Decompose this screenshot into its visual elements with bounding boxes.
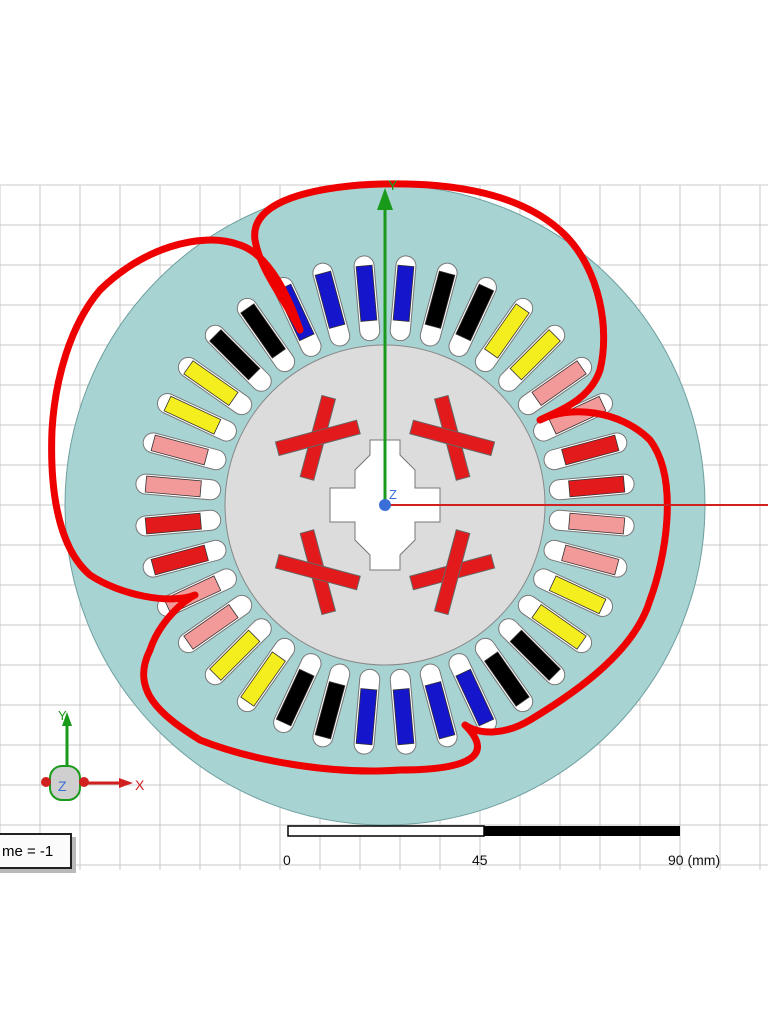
slot-coil [355, 688, 378, 746]
slot-coil [455, 668, 495, 727]
slot-coil [150, 434, 209, 466]
stator-slot [389, 255, 417, 342]
stator-slot [498, 324, 566, 392]
slot-coil [531, 604, 587, 650]
triad-z-label: Z [58, 778, 67, 794]
stator-slot [517, 594, 593, 654]
slot-coil [424, 681, 456, 740]
stator-slot [135, 473, 222, 501]
slot-coil [183, 604, 239, 650]
slot-coil [209, 329, 261, 381]
y-axis-label: Y [388, 177, 398, 193]
slot-coil [568, 475, 626, 498]
scale-tick-90: 90 (mm) [668, 852, 721, 868]
triad-y-label: Y [58, 708, 67, 723]
slot-coil [531, 360, 587, 406]
stator-slot [236, 297, 296, 373]
slot-coil [509, 329, 561, 381]
stator-slot [448, 276, 497, 357]
slot-coil [484, 303, 530, 359]
stator-slot [419, 262, 458, 347]
z-origin-marker: Z [379, 487, 397, 511]
stator-slot [389, 668, 417, 755]
stator-slot [543, 539, 628, 578]
scale-bar [287, 825, 680, 837]
slot-coil [209, 629, 261, 681]
stator-slot [142, 432, 227, 471]
scale-tick-45: 45 [472, 852, 488, 868]
scale-bar-white-segment [287, 825, 485, 837]
time-readout-text: me = -1 [2, 842, 54, 860]
slot-coil [424, 270, 456, 329]
stator-slot [135, 509, 222, 537]
slot-coil [509, 629, 561, 681]
stator-slot [312, 262, 351, 347]
slot-coil [568, 512, 626, 535]
slot-coil [314, 681, 346, 740]
stator-slot [156, 393, 237, 442]
stator-slot [353, 668, 381, 755]
stator-slot [177, 594, 253, 654]
stator-slot [353, 255, 381, 342]
red-hand-drawn-coil-outline [48, 180, 671, 775]
stator-slot [474, 637, 534, 713]
slot-coil [392, 264, 415, 322]
z-axis-label: Z [389, 487, 397, 502]
stator-slot [543, 432, 628, 471]
slot-coil [150, 544, 209, 576]
rotor-magnet [433, 529, 471, 616]
slot-coil [314, 270, 346, 329]
stator-slot [498, 618, 566, 686]
y-axis: Y [377, 177, 398, 505]
slot-coil [548, 575, 607, 615]
slot-coil [392, 688, 415, 746]
slot-coil [484, 651, 530, 707]
stator-slot [419, 663, 458, 748]
stator-slot [204, 618, 272, 686]
stator-slot [204, 324, 272, 392]
rotor-magnets [274, 394, 496, 616]
slot-coil [240, 651, 286, 707]
slot-coil [144, 512, 202, 535]
stator-slot [177, 356, 253, 416]
scale-tick-0: 0 [283, 852, 291, 868]
stator-slot [273, 653, 322, 734]
stator-slot [312, 663, 351, 748]
stator-slot [533, 568, 614, 617]
stator-slot [517, 356, 593, 416]
slot-coil [548, 395, 607, 435]
rotor-magnet [274, 419, 361, 457]
coordinate-triad-icon[interactable]: Y X Z [41, 708, 145, 801]
rotor-magnet [274, 553, 361, 591]
slot-coil [163, 395, 222, 435]
stator-slots [135, 255, 635, 755]
slot-coil [561, 544, 620, 576]
scale-bar-black-segment [484, 826, 680, 836]
slot-coil [355, 264, 378, 322]
slot-coil [275, 668, 315, 727]
stator-slot [142, 539, 227, 578]
time-readout: me = -1 [0, 833, 72, 869]
slot-coil [144, 475, 202, 498]
slot-coil [561, 434, 620, 466]
slot-coil [455, 283, 495, 342]
stator-slot [548, 473, 635, 501]
rotor-magnet [409, 419, 496, 457]
stator-slot [474, 297, 534, 373]
stator-slot [236, 637, 296, 713]
triad-x-label: X [135, 777, 145, 793]
stator-slot [548, 509, 635, 537]
slot-coil [183, 360, 239, 406]
slot-coil [240, 303, 286, 359]
